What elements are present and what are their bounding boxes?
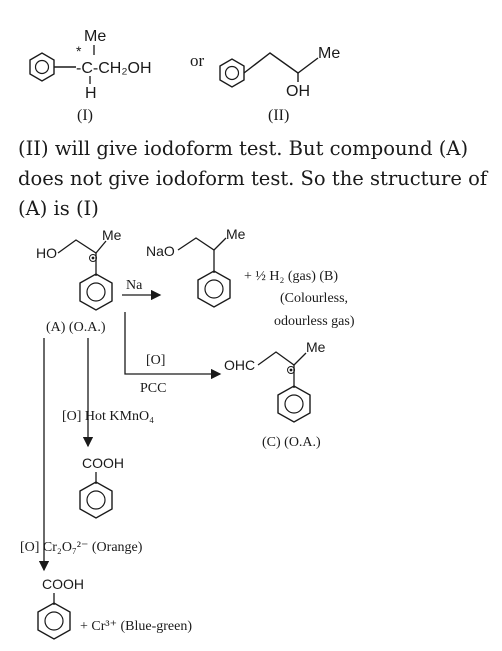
reagent-dichromate: [O] Cr₂O₇²⁻ (Orange) xyxy=(20,540,143,555)
carbon-chain xyxy=(57,239,107,254)
or-text: or xyxy=(190,51,205,70)
benzene-ring-icon xyxy=(219,58,245,88)
aldehyde-label: OHC xyxy=(224,357,255,373)
compound-I: Me * -C-CH₂OH H (I) xyxy=(29,28,152,124)
product-B-desc-1: (Colourless, xyxy=(280,291,348,306)
product-B-desc-2: odourless gas) xyxy=(274,314,355,329)
benzene-ring-icon xyxy=(197,270,231,308)
benzoic-acid-product: COOH xyxy=(37,576,84,640)
chiral-star: * xyxy=(76,43,82,59)
carbon-chain-label: -C-CH₂OH xyxy=(76,60,152,77)
benzene-ring-icon xyxy=(79,273,113,311)
nao-label: NaO xyxy=(146,243,175,259)
methyl-label: Me xyxy=(84,28,106,45)
product-B-text: + ½ H₂ (gas) (B) xyxy=(244,269,338,284)
chromium-product-text: + Cr³⁺ (Blue-green) xyxy=(80,619,192,634)
methyl-label: Me xyxy=(306,339,326,355)
reagent-oxidation: [O] xyxy=(146,353,165,368)
compound-I-label: (I) xyxy=(77,107,93,124)
carbon-chain xyxy=(177,237,227,251)
methyl-label: Me xyxy=(318,45,340,62)
benzene-ring-icon xyxy=(277,385,311,423)
compound-C-label: (C) (O.A.) xyxy=(262,435,321,450)
reagent-pcc: PCC xyxy=(140,381,166,396)
compound-A: HO Me (A) (O.A.) xyxy=(36,227,122,335)
benzene-ring-icon xyxy=(29,52,55,82)
sodium-alkoxide: NaO Me xyxy=(146,226,246,308)
paragraph-line-1: (II) will give iodoform test. But compou… xyxy=(18,137,468,160)
carbon-chain xyxy=(243,52,319,74)
benzene-ring-icon xyxy=(37,602,71,640)
methyl-label: Me xyxy=(102,227,122,243)
hydroxyl-label: HO xyxy=(36,245,57,261)
carboxyl-label: COOH xyxy=(42,576,84,592)
reaction-arrow-pcc xyxy=(124,312,222,380)
reagent-na: Na xyxy=(126,278,143,293)
benzene-ring-icon xyxy=(79,481,113,519)
compound-II: Me OH (II) xyxy=(219,45,340,124)
reagent-kmno4: [O] Hot KMnO₄ xyxy=(62,409,154,424)
carboxyl-label: COOH xyxy=(82,455,124,471)
paragraph-line-3: (A) is (I) xyxy=(18,197,99,220)
compound-II-label: (II) xyxy=(268,107,289,124)
compound-C: OHC Me (C) (O.A.) xyxy=(224,339,326,450)
hydrogen-label: H xyxy=(85,85,97,102)
hydroxyl-label: OH xyxy=(286,83,310,100)
methyl-label: Me xyxy=(226,226,246,242)
carbon-chain xyxy=(257,351,307,366)
paragraph-line-2: does not give iodoform test. So the stru… xyxy=(18,167,489,190)
benzoic-acid-product: COOH xyxy=(79,455,124,519)
compound-A-label: (A) (O.A.) xyxy=(46,320,106,335)
